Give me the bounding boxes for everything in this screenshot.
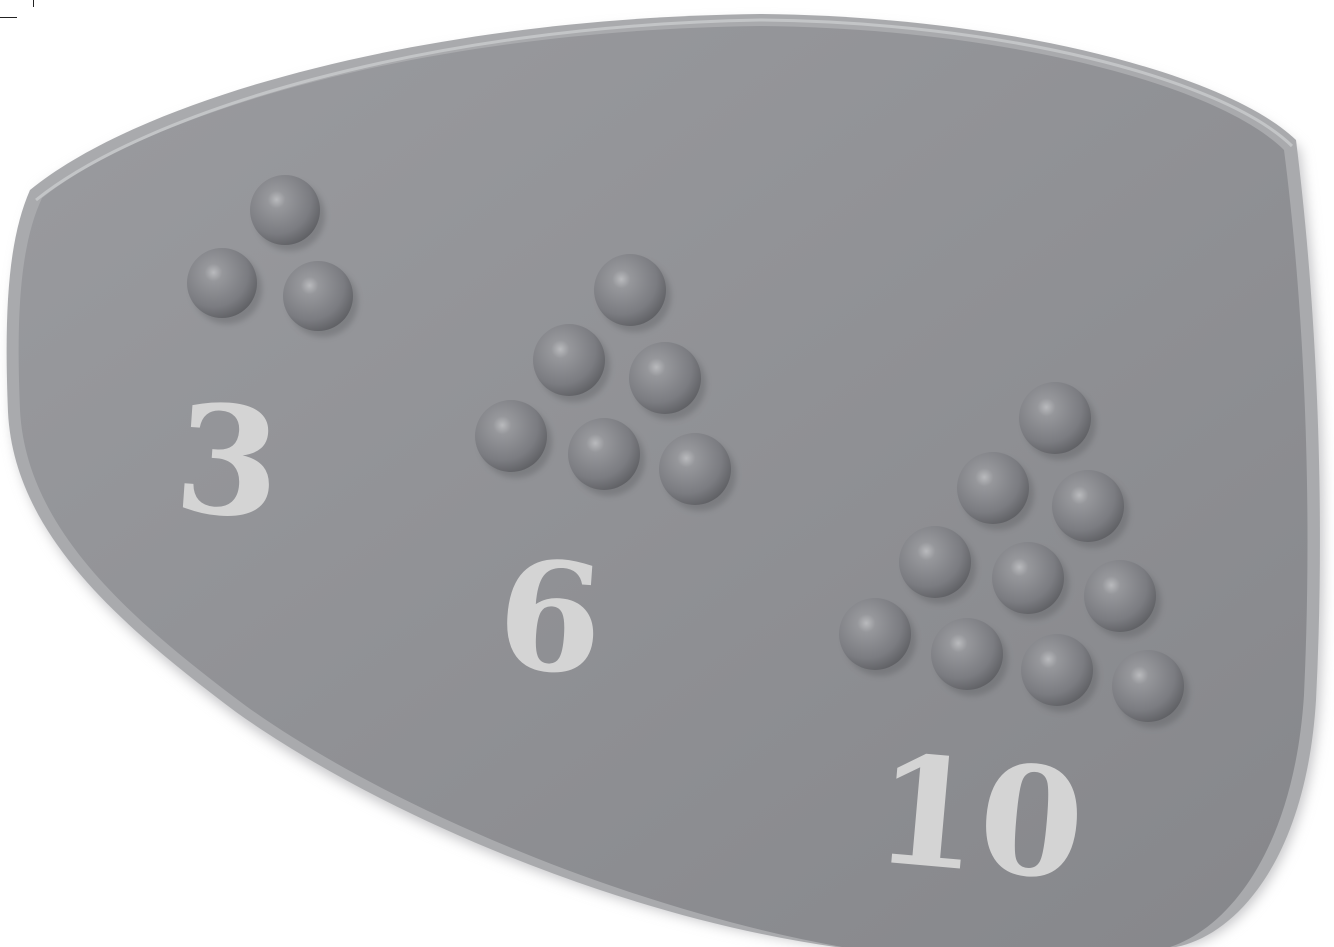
ball (629, 342, 701, 414)
ball (187, 248, 257, 318)
ball (283, 261, 353, 331)
ball (568, 418, 640, 490)
group-label-3: 3 (170, 371, 286, 554)
ball (931, 618, 1003, 690)
group-label-6: 6 (492, 527, 608, 710)
ball (1112, 650, 1184, 722)
ball (659, 433, 731, 505)
ball (594, 254, 666, 326)
ball (250, 175, 320, 245)
group-label-10: 10 (868, 721, 1091, 915)
ball (475, 400, 547, 472)
ball (992, 542, 1064, 614)
ball (899, 526, 971, 598)
ball (533, 324, 605, 396)
ball (1052, 470, 1124, 542)
ball (839, 598, 911, 670)
ball (1021, 634, 1093, 706)
ball (957, 452, 1029, 524)
ball (1084, 560, 1156, 632)
ball (1019, 382, 1091, 454)
